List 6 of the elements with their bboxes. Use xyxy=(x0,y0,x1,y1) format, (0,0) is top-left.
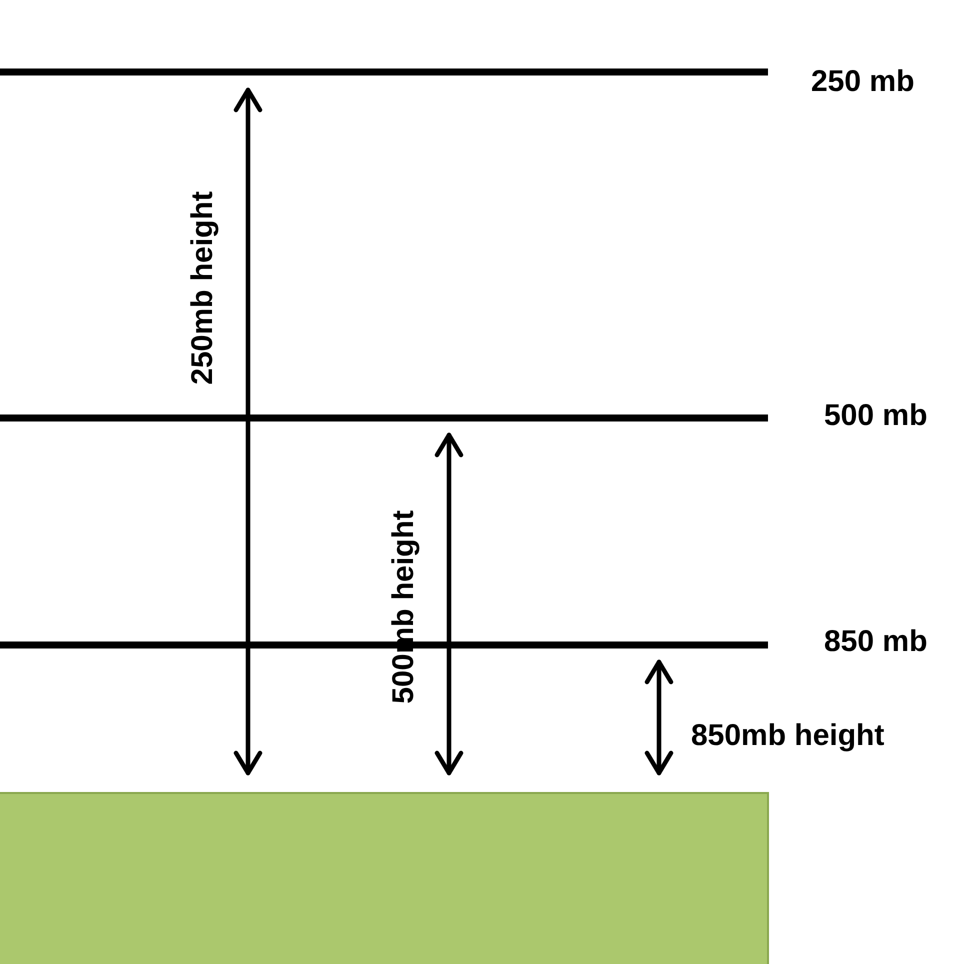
pressure-level-label: 500 mb xyxy=(824,401,928,431)
height-label: 500mb height xyxy=(389,510,419,704)
pressure-level-label: 850 mb xyxy=(824,627,928,657)
height-label: 850mb height xyxy=(691,721,884,751)
height-label: 250mb height xyxy=(188,191,218,385)
pressure-level-label: 250 mb xyxy=(811,67,914,97)
